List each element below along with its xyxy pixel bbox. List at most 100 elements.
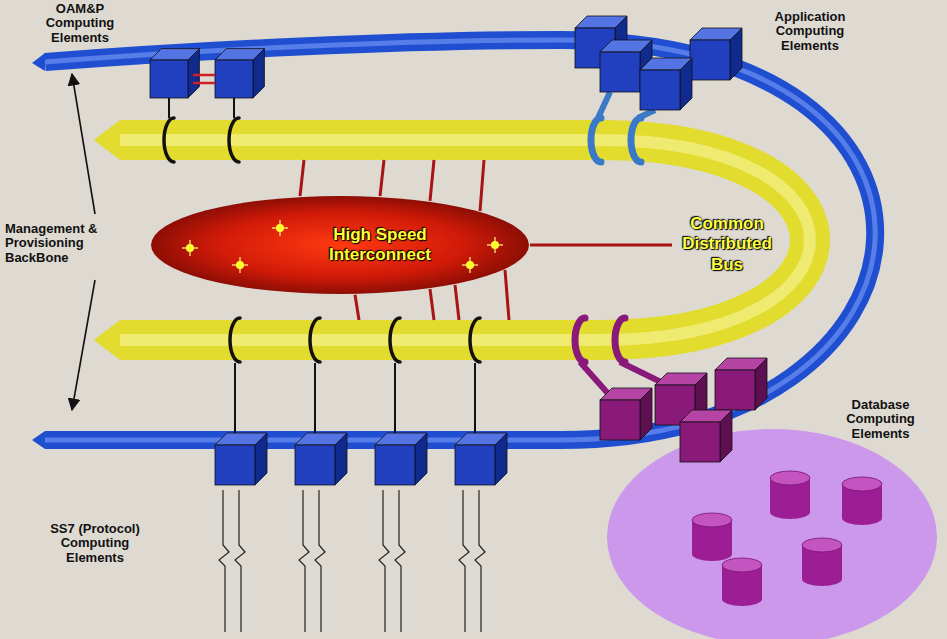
application-cube: [640, 58, 692, 110]
database-cube: [680, 410, 732, 462]
sparkle-dot: [466, 261, 474, 269]
interconnect-spoke: [505, 270, 509, 320]
bus-label-box: Common Distributed Bus: [672, 214, 782, 280]
ss7-cube: [455, 433, 507, 485]
cylinder-top: [842, 477, 882, 491]
bus-clip: [230, 318, 240, 362]
database-cylinder: [692, 513, 732, 561]
cube-front: [215, 60, 253, 98]
cube-top: [680, 410, 732, 422]
link-line: [233, 98, 235, 118]
signal-link: [299, 490, 309, 632]
bus-clip: [229, 118, 239, 162]
cube-top: [600, 40, 652, 52]
interconnect-spoke: [430, 160, 434, 201]
node-title: High Speed Interconnect: [290, 225, 470, 266]
group-label: Database Computing Elements: [828, 398, 933, 441]
cube-front: [690, 40, 730, 80]
cylinder-bottom: [842, 511, 882, 525]
cube-top: [690, 28, 742, 40]
interconnect-spoke: [530, 244, 672, 247]
cube-top: [375, 433, 427, 445]
signal-link: [475, 490, 485, 632]
interconnect-ellipse: High Speed Interconnect: [150, 195, 530, 295]
database-cylinder: [842, 477, 882, 525]
cube-front: [215, 445, 255, 485]
sparkle-dot: [491, 241, 499, 249]
link-line: [474, 363, 476, 433]
bus-clip: [591, 118, 601, 162]
interconnect-spoke: [355, 295, 359, 320]
bus-clip: [615, 318, 625, 362]
cube-top: [655, 373, 707, 385]
cube-top: [215, 433, 267, 445]
cylinder-top: [722, 558, 762, 572]
bus-highlight: [120, 140, 810, 340]
sparkle-dot: [236, 261, 244, 269]
cube-front: [375, 445, 415, 485]
group-label: OAM&P Computing Elements: [38, 2, 122, 45]
bus-clip: [470, 318, 480, 362]
bus-clip: [575, 318, 585, 362]
bus-clip: [631, 118, 641, 162]
cube-front: [640, 70, 680, 110]
sparkle: [232, 257, 248, 273]
sparkle-dot: [186, 244, 194, 252]
oamp-cube: [215, 49, 264, 98]
database-cube: [715, 358, 767, 410]
link-line: [620, 362, 665, 384]
cube-top: [575, 16, 627, 28]
database-region: [607, 429, 937, 639]
application-cube: [690, 28, 742, 80]
sparkle: [487, 237, 503, 253]
link-line: [394, 363, 396, 433]
sparkle-dot: [276, 224, 284, 232]
signal-link: [379, 490, 389, 632]
group-label: SS7 (Protocol) Computing Elements: [35, 522, 155, 565]
link-line: [234, 363, 236, 433]
cube-top: [640, 58, 692, 70]
cylinder-top: [802, 538, 842, 552]
interconnect-spoke: [455, 285, 459, 320]
bus-clip: [310, 318, 320, 362]
backbone-band: [45, 40, 875, 440]
interconnect-spoke: [300, 160, 304, 196]
interconnect-spoke: [430, 289, 434, 320]
bus-clip: [390, 318, 400, 362]
group-label: Management & Provisioning BackBone: [5, 222, 105, 265]
link-line: [314, 363, 316, 433]
signal-link: [395, 490, 405, 632]
node-title: Common Distributed Bus: [672, 214, 782, 275]
cross-link: [193, 82, 215, 85]
cylinder-top: [770, 471, 810, 485]
backbone-highlight: [45, 40, 875, 440]
link-line: [598, 92, 610, 118]
cube-top: [600, 388, 652, 400]
bus-band: [120, 140, 810, 340]
link-line: [168, 98, 170, 118]
ss7-cube: [295, 433, 347, 485]
cube-front: [150, 60, 188, 98]
interconnect-spoke: [480, 160, 484, 211]
database-cylinder: [722, 558, 762, 606]
cylinder-bottom: [802, 572, 842, 586]
pointer-arrow: [72, 74, 95, 214]
signal-link: [459, 490, 469, 632]
cylinder-top: [692, 513, 732, 527]
ss7-cube: [215, 433, 267, 485]
sparkle: [462, 257, 478, 273]
bus-tip: [94, 320, 120, 360]
database-cube: [600, 388, 652, 440]
backbone-tip: [32, 431, 45, 449]
cube-front: [295, 445, 335, 485]
cube-front: [600, 400, 640, 440]
cube-front: [600, 52, 640, 92]
cylinder-bottom: [770, 505, 810, 519]
bus-tip: [94, 120, 120, 160]
cube-front: [455, 445, 495, 485]
cube-top: [715, 358, 767, 370]
signal-link: [235, 490, 245, 632]
